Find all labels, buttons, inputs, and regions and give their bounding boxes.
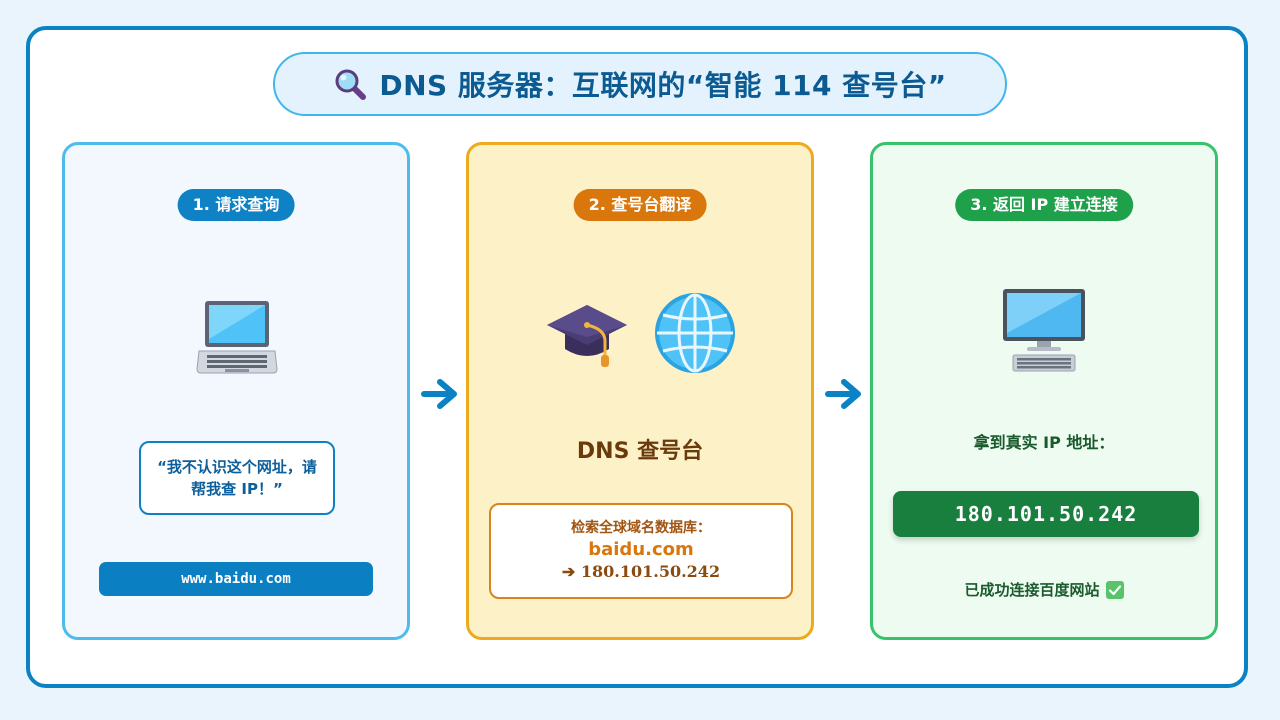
magnifier-icon (335, 69, 367, 100)
step-label: 2. 查号台翻译 (573, 189, 707, 221)
lookup-result: ➔ 180.101.50.242 (561, 562, 721, 581)
success-text: 已成功连接百度网站 (964, 581, 1100, 599)
title-banner: DNS 服务器：互联网的“智能 114 查号台” (273, 52, 1007, 116)
step-card-translate: 2. 查号台翻译 DNS 查号台 检索全球域名数据库： baidu.com ➔ … (466, 142, 814, 640)
success-message: 已成功连接百度网站 (873, 579, 1215, 600)
ip-address-display: 180.101.50.242 (893, 491, 1199, 537)
lookup-title: 检索全球域名数据库： (571, 520, 711, 536)
step-card-connect: 3. 返回 IP 建立连接 拿到真实 IP 地址： 180.101.50.242… (870, 142, 1218, 640)
globe-icon (655, 293, 735, 373)
laptop-icon (196, 301, 278, 374)
arrow-right-icon (421, 379, 457, 409)
lookup-domain: baidu.com (588, 539, 694, 560)
desktop-computer-icon (1003, 289, 1085, 372)
page-title: DNS 服务器：互联网的“智能 114 查号台” (379, 69, 947, 102)
got-ip-label: 拿到真实 IP 地址： (973, 433, 1115, 452)
step-label: 1. 请求查询 (177, 189, 295, 221)
url-input-display: www.baidu.com (99, 562, 373, 596)
arrow-right-icon (825, 379, 861, 409)
step-card-request: 1. 请求查询 “我不认识这个网址，请帮我查 IP！” www.baidu.co… (62, 142, 410, 640)
dns-label: DNS 查号台 (576, 439, 704, 464)
check-mark-icon (1105, 580, 1124, 599)
step-label: 3. 返回 IP 建立连接 (955, 189, 1133, 221)
graduation-cap-icon (547, 305, 627, 367)
lookup-box: 检索全球域名数据库： baidu.com ➔ 180.101.50.242 (489, 503, 793, 599)
speech-bubble: “我不认识这个网址，请帮我查 IP！” (139, 441, 335, 515)
